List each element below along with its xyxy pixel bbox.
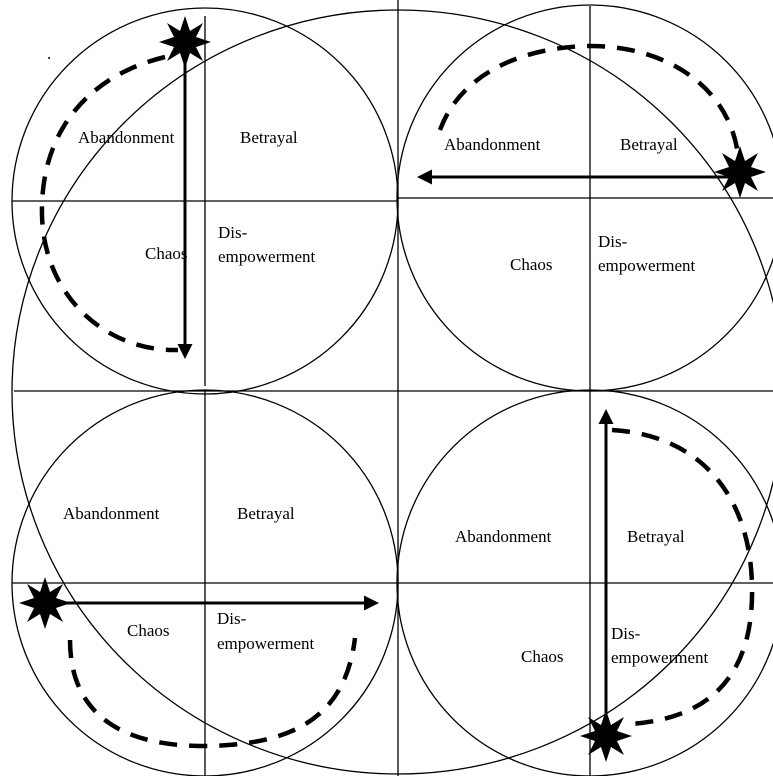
label-abandonment: Abandonment xyxy=(455,527,552,546)
label-abandonment: Abandonment xyxy=(444,135,541,154)
circle-bottom-right: Abandonment Betrayal Chaos Dis- empowerm… xyxy=(396,389,773,776)
circle-bottom-left: Abandonment Betrayal Chaos Dis- empowerm… xyxy=(11,389,399,776)
main-cross-lines xyxy=(14,0,773,776)
dashed-cycle-path xyxy=(437,43,741,156)
burst-star xyxy=(159,16,211,68)
label-dis: Dis- xyxy=(598,232,628,251)
label-betrayal: Betrayal xyxy=(620,135,678,154)
burst-star xyxy=(714,146,766,198)
burst-star xyxy=(580,710,632,762)
dashed-cycle-path xyxy=(67,637,358,749)
label-chaos: Chaos xyxy=(510,255,553,274)
label-chaos: Chaos xyxy=(127,621,170,640)
label-empowerment: empowerment xyxy=(217,634,315,653)
label-abandonment: Abandonment xyxy=(78,128,175,147)
dashed-cycle-path xyxy=(611,427,755,727)
label-betrayal: Betrayal xyxy=(240,128,298,147)
label-dis: Dis- xyxy=(611,624,641,643)
label-betrayal: Betrayal xyxy=(237,504,295,523)
dashed-cycle-path xyxy=(39,54,179,353)
circle-top-right: Abandonment Betrayal Chaos Dis- empowerm… xyxy=(396,4,773,392)
label-chaos: Chaos xyxy=(145,244,188,263)
burst-star xyxy=(19,577,71,629)
label-chaos: Chaos xyxy=(521,647,564,666)
label-empowerment: empowerment xyxy=(611,648,709,667)
circle-top-left: Abandonment Betrayal Chaos Dis- empowerm… xyxy=(11,7,399,395)
label-empowerment: empowerment xyxy=(218,247,316,266)
label-dis: Dis- xyxy=(217,609,247,628)
top-left-dot: . xyxy=(47,44,51,63)
label-dis: Dis- xyxy=(218,223,248,242)
label-empowerment: empowerment xyxy=(598,256,696,275)
label-betrayal: Betrayal xyxy=(627,527,685,546)
label-abandonment: Abandonment xyxy=(63,504,160,523)
